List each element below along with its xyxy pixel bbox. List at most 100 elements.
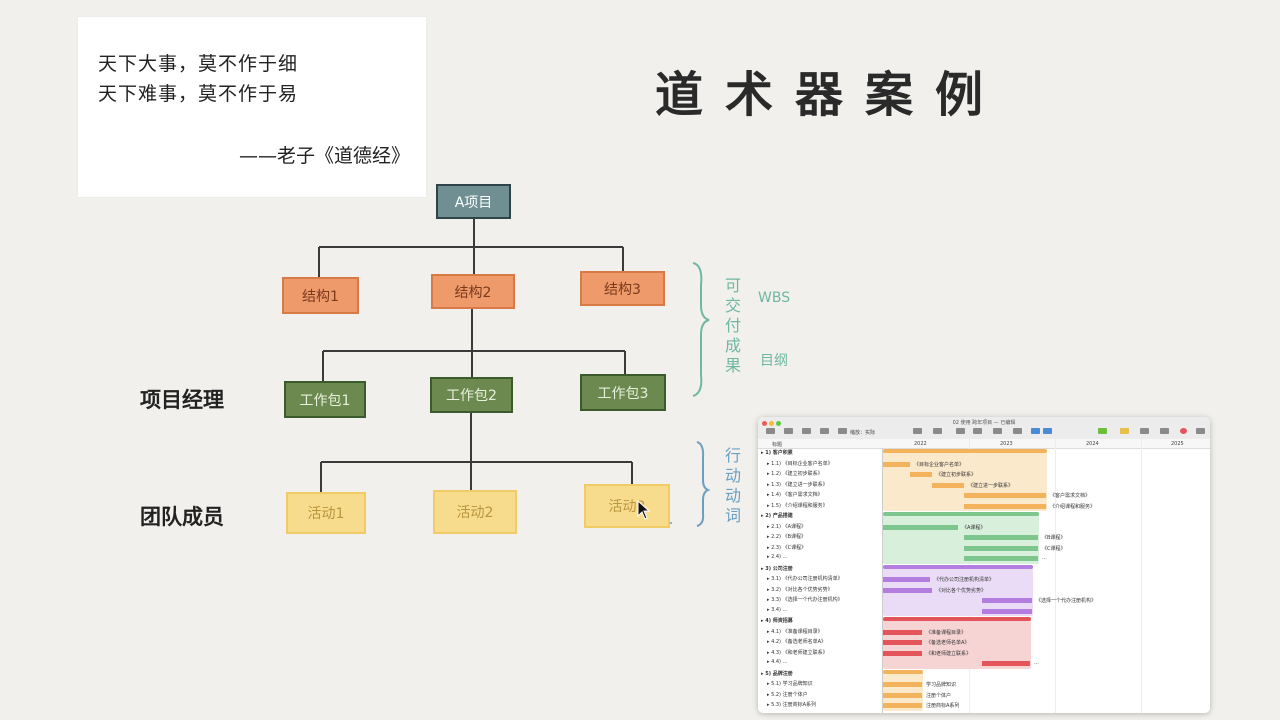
maximize-window-button[interactable]: [776, 421, 781, 426]
gantt-task-label: 《建立进一步联系》: [968, 482, 1014, 489]
outline-task-row[interactable]: ▸ 1.3) 《建立进一步联系》: [767, 481, 828, 488]
outline-task-row[interactable]: ▸ 5.2) 注册个体户: [767, 691, 808, 698]
outline-task-row[interactable]: ▸ 4.2) 《备选老师名单A》: [767, 639, 827, 645]
group-icon[interactable]: [1013, 428, 1022, 434]
gantt-chart-area: 《目标企业客户名单》《建立初步联系》《建立进一步联系》《客户需求文档》《介绍课程…: [882, 448, 1210, 713]
gantt-task-bar[interactable]: [964, 503, 1046, 509]
share-icon[interactable]: [1031, 428, 1040, 434]
outline-task-row[interactable]: ▸ 3.3) 《选择一个代办注册机构》: [767, 597, 843, 603]
structure-label: 结构3: [604, 281, 641, 298]
warning-icon[interactable]: [1120, 428, 1129, 434]
gantt-task-bar[interactable]: [932, 482, 964, 488]
calendar-icon[interactable]: [933, 428, 942, 434]
gantt-task-bar[interactable]: [883, 692, 922, 698]
side-label-project-manager: 项目经理: [140, 387, 224, 412]
gantt-task-label: 《目标企业客户名单》: [914, 461, 965, 468]
quote-attribution: ——老子《道德经》: [238, 145, 410, 167]
outline-task-row[interactable]: ▸ 3.2) 《对比各个优势劣势》: [767, 586, 833, 593]
gantt-task-bar[interactable]: [982, 608, 1032, 614]
outline-task-row[interactable]: ▸ 1.2) 《建立初步联系》: [767, 471, 823, 477]
outdent-icon[interactable]: [973, 428, 982, 434]
outline-group-row[interactable]: ▸ 5) 品牌注册: [761, 670, 793, 677]
outline-task-row[interactable]: ▸ 2.1) 《A课程》: [767, 523, 807, 530]
settings-icon[interactable]: [1140, 428, 1149, 434]
gantt-task-label: 《选择一个代办注册机构》: [1036, 598, 1097, 604]
gantt-task-bar[interactable]: [910, 472, 932, 477]
sidebar-toggle-icon[interactable]: [766, 428, 775, 434]
view-icon[interactable]: [784, 428, 793, 434]
root-node: A项目: [436, 184, 511, 219]
gantt-task-label: 《B课程》: [1042, 535, 1066, 541]
gantt-group-bar[interactable]: [883, 669, 923, 674]
quote-card: 天下大事，莫不作于细 天下难事，莫不作于易 ——老子《道德经》: [78, 17, 426, 197]
outline-rows: ▸ 1) 客户积累 ▸ 1.1) 《目标企业客户名单》 ▸ 1.2) 《建立初步联系…: [758, 448, 883, 713]
gantt-task-bar[interactable]: [964, 535, 1038, 540]
gantt-task-label: 《建立初步联系》: [936, 472, 977, 478]
outline-task-row[interactable]: ▸ 2.2) 《B课程》: [767, 534, 807, 540]
gantt-app-window: 02 使用 跨年项目 — 已编辑 缩放：实际 标题 2022 2023 2024…: [758, 417, 1210, 713]
gantt-task-bar[interactable]: [883, 640, 922, 645]
zoom-icon[interactable]: [838, 428, 847, 434]
gantt-task-bar[interactable]: [883, 682, 922, 687]
outline-task-row[interactable]: ▸ 1.4) 《客户需求文档》: [767, 492, 823, 498]
outline-group-row[interactable]: ▸ 1) 客户积累: [761, 450, 793, 456]
gantt-task-bar[interactable]: [964, 493, 1046, 498]
outline-task-row[interactable]: ▸ 4.3) 《和老师建立联系》: [767, 649, 828, 656]
outline-task-row[interactable]: ▸ 2.4) ...: [767, 554, 788, 560]
outline-task-row[interactable]: ▸ 1.1) 《目标企业客户名单》: [767, 460, 833, 467]
gantt-task-label: ...: [1042, 555, 1047, 561]
outline-task-row[interactable]: ▸ 3.1) 《代办公司注册机构清单》: [767, 576, 843, 582]
gantt-group-bar[interactable]: [883, 512, 1039, 516]
note-action-verbs: 行动动词: [724, 446, 741, 525]
outline-task-row[interactable]: ▸ 5.1) 学习品牌知识: [767, 681, 813, 687]
indent-icon[interactable]: [956, 428, 965, 434]
minimize-window-button[interactable]: [769, 421, 774, 426]
status-icon[interactable]: [1098, 428, 1107, 434]
gantt-task-bar[interactable]: [883, 577, 930, 582]
year-gridline: [1141, 439, 1142, 713]
outline-task-row[interactable]: ▸ 4.4) ...: [767, 659, 788, 665]
gantt-task-bar[interactable]: [982, 661, 1030, 666]
gantt-task-bar[interactable]: [982, 598, 1032, 603]
outline-task-row[interactable]: ▸ 1.5) 《介绍课程和服务》: [767, 502, 828, 509]
outline-task-row[interactable]: ▸ 3.4) ...: [767, 606, 788, 613]
gantt-task-bar[interactable]: [883, 587, 932, 593]
title-column-header: 标题: [772, 442, 783, 448]
gantt-task-bar[interactable]: [883, 461, 910, 467]
gantt-task-label: 《对比各个优势劣势》: [936, 587, 987, 594]
gantt-group-bar[interactable]: [883, 617, 1031, 621]
structure-node-2: 结构2: [431, 274, 515, 309]
gantt-task-bar[interactable]: [883, 524, 958, 530]
outline-task-row[interactable]: ▸ 5.3) 注册商标A系列: [767, 702, 817, 708]
gantt-group-bar[interactable]: [883, 449, 1047, 453]
zoom-level-text[interactable]: 缩放：实际: [850, 430, 876, 436]
gantt-task-label: 《和老师建立联系》: [926, 650, 972, 657]
close-window-button[interactable]: [762, 421, 767, 426]
gantt-task-label: 《A课程》: [962, 524, 986, 531]
gantt-task-bar[interactable]: [883, 650, 922, 656]
outline-group-row[interactable]: ▸ 2) 产品搭建: [761, 513, 793, 519]
gantt-group-bar[interactable]: [883, 564, 1033, 569]
outline-icon[interactable]: [802, 428, 811, 434]
outline-task-row[interactable]: ▸ 2.3) 《C课程》: [767, 544, 807, 551]
gantt-task-bar[interactable]: [883, 703, 922, 708]
outline-group-row[interactable]: ▸ 4) 师资招募: [761, 618, 793, 624]
alert-icon[interactable]: [1180, 428, 1187, 434]
page-title: 道术器案例: [655, 67, 1006, 123]
gantt-task-bar[interactable]: [964, 545, 1038, 551]
more-icon[interactable]: [1196, 428, 1205, 434]
gantt-task-bar[interactable]: [964, 556, 1038, 561]
people-icon[interactable]: [820, 428, 829, 434]
gantt-task-bar[interactable]: [883, 629, 922, 635]
year-header: 2024: [1086, 441, 1099, 447]
activity-node-3: 活动3: [584, 484, 670, 528]
gantt-task-label: 《C课程》: [1042, 545, 1066, 552]
inspector-icon[interactable]: [1160, 428, 1169, 434]
milestone-icon[interactable]: [993, 428, 1002, 434]
link-icon[interactable]: [913, 428, 922, 434]
outline-group-row[interactable]: ▸ 3) 公司注册: [761, 565, 793, 572]
gantt-task-label: 《客户需求文档》: [1050, 493, 1091, 499]
year-header: 2022: [914, 441, 927, 447]
export-icon[interactable]: [1043, 428, 1052, 434]
outline-task-row[interactable]: ▸ 4.1) 《准备课程目录》: [767, 628, 823, 635]
